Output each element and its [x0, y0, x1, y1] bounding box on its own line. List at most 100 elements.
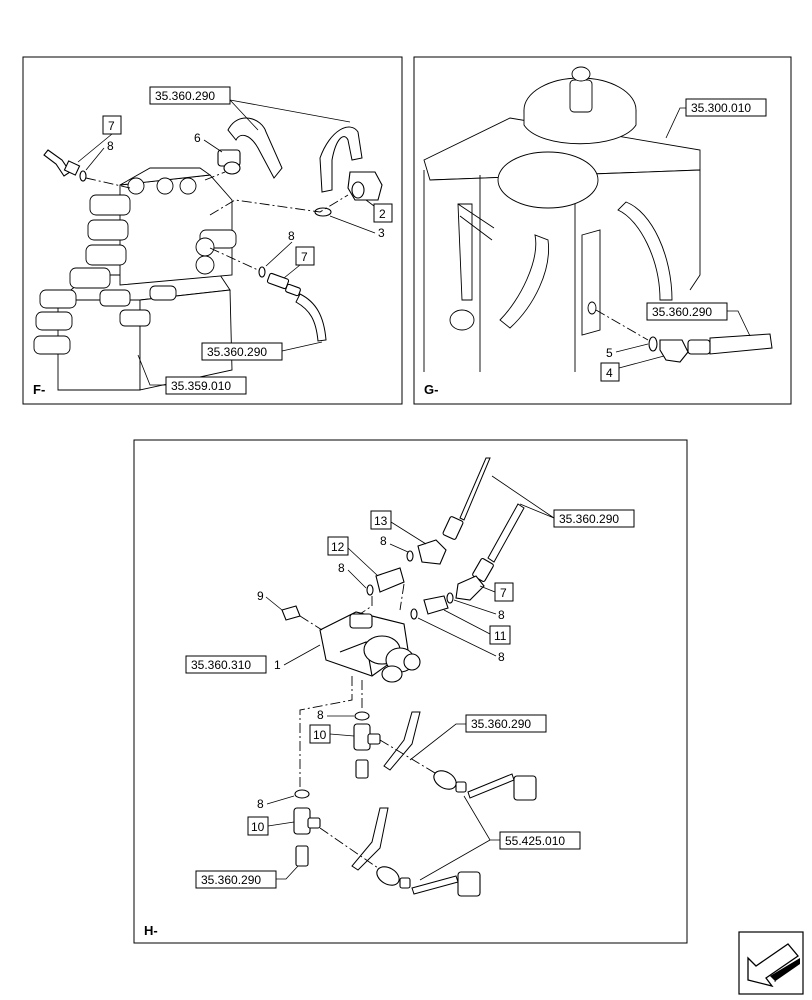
hose-g: [687, 333, 773, 355]
item-box: [489, 625, 511, 645]
ref-label-h-mid[interactable]: 35.360.290: [471, 717, 531, 731]
item-7-f-left[interactable]: 7: [108, 119, 115, 133]
item-1-h[interactable]: 1: [274, 658, 281, 672]
ref-label-h-left[interactable]: 35.360.310: [191, 658, 251, 672]
hose-h-low: [351, 807, 389, 871]
leader-line: [137, 354, 166, 386]
leader-line: [453, 599, 497, 615]
leader-line: [665, 107, 686, 139]
item-7-h[interactable]: 7: [500, 586, 507, 600]
leader-line: [283, 264, 301, 279]
ref-label-h-top[interactable]: 35.360.290: [559, 512, 619, 526]
item-12-h[interactable]: 12: [331, 540, 345, 554]
ref-box: [465, 714, 547, 733]
leader-line: [329, 215, 376, 234]
leader-line: [365, 199, 375, 207]
assembly-line: [85, 177, 131, 189]
ref-label-h-bottom-right[interactable]: 55.425.010: [505, 834, 565, 848]
o-ring-8: [406, 550, 414, 562]
ref-box: [201, 342, 283, 361]
leader-line: [347, 547, 379, 577]
o-ring-8: [446, 592, 454, 604]
item-8-h-d[interactable]: 8: [498, 650, 505, 664]
item-13-h[interactable]: 13: [374, 514, 388, 528]
o-ring-8-right: [258, 266, 266, 278]
panel-g-frame: [413, 56, 792, 405]
leader-line: [419, 795, 500, 881]
panel-h: H-: [133, 439, 688, 944]
tee-fitting-10-upper: [353, 723, 381, 779]
panel-h-tag: H-: [144, 923, 158, 938]
item-box: [295, 246, 315, 266]
item-6-f[interactable]: 6: [194, 131, 201, 145]
item-8-f-right[interactable]: 8: [288, 229, 295, 243]
item-box: [327, 536, 349, 556]
valve-block-drawing: [33, 167, 237, 391]
ref-box: [553, 509, 635, 528]
ref-label-f-top[interactable]: 35.360.290: [155, 89, 215, 103]
panel-f-frame: [22, 56, 403, 405]
fitting-h-upper: [442, 516, 464, 540]
leader-line: [329, 733, 355, 737]
ref-label-g-mid[interactable]: 35.360.290: [652, 305, 712, 319]
pressure-sensor-upper: [433, 770, 537, 801]
item-4-g[interactable]: 4: [606, 366, 613, 380]
leader-line: [85, 147, 105, 171]
item-9-h[interactable]: 9: [257, 589, 264, 603]
ref-label-h-bottom-left[interactable]: 35.360.290: [201, 873, 261, 887]
item-8-h-c[interactable]: 8: [498, 608, 505, 622]
panel-g: G- 35.30: [413, 56, 792, 405]
tee-fitting-10-lower: [293, 807, 321, 867]
o-ring-8: [294, 789, 310, 799]
fitting-4: [659, 339, 689, 363]
item-8-h-f[interactable]: 8: [257, 797, 264, 811]
leader-line: [389, 543, 409, 553]
item-10-h-lower[interactable]: 10: [251, 820, 265, 834]
o-ring-8: [366, 584, 374, 596]
leader-line: [727, 310, 751, 337]
ref-box: [149, 86, 231, 105]
o-ring-5: [648, 336, 658, 352]
leader-line: [266, 795, 295, 805]
fitting-11: [423, 595, 449, 615]
tank-drawing: [423, 66, 701, 372]
item-3-f[interactable]: 3: [378, 226, 385, 240]
next-page-arrow-icon[interactable]: [738, 931, 804, 995]
item-8-h-b[interactable]: 8: [338, 561, 345, 575]
item-11-h[interactable]: 11: [494, 629, 507, 643]
o-ring-8: [354, 711, 370, 721]
assembly-line: [595, 309, 649, 341]
item-2-f[interactable]: 2: [379, 207, 386, 221]
leader-line: [615, 343, 649, 353]
fitting-7-right: [266, 272, 301, 297]
leader-line: [409, 723, 466, 761]
o-ring-8: [410, 608, 418, 620]
leader-line: [265, 596, 283, 611]
fitting-2: [347, 171, 383, 201]
item-10-h-upper[interactable]: 10: [313, 728, 327, 742]
item-7-f-right[interactable]: 7: [301, 250, 308, 264]
hose-h-top-left: [459, 457, 491, 521]
panel-f-tag: F-: [33, 382, 45, 397]
o-ring-8-left: [79, 170, 87, 182]
ref-label-f-bottom[interactable]: 35.359.010: [171, 379, 231, 393]
item-8-f-left[interactable]: 8: [107, 139, 114, 153]
assembly-line: [399, 583, 405, 611]
leader-line: [283, 644, 321, 666]
ref-label-f-right[interactable]: 35.360.290: [207, 345, 267, 359]
ref-label-g-top[interactable]: 35.300.010: [691, 101, 751, 115]
ref-box: [195, 870, 277, 889]
leader-line: [203, 139, 223, 153]
item-8-h-e[interactable]: 8: [317, 708, 324, 722]
panel-g-tag: G-: [424, 382, 438, 397]
fitting-13: [417, 539, 447, 565]
leader-line: [267, 821, 295, 827]
item-box: [370, 510, 392, 530]
ref-box: [685, 98, 767, 117]
item-8-h-a[interactable]: 8: [380, 534, 387, 548]
item-5-g[interactable]: 5: [606, 346, 613, 360]
leader-line: [491, 475, 555, 519]
fitting-7-h: [455, 575, 485, 601]
hose-top: [227, 117, 363, 193]
